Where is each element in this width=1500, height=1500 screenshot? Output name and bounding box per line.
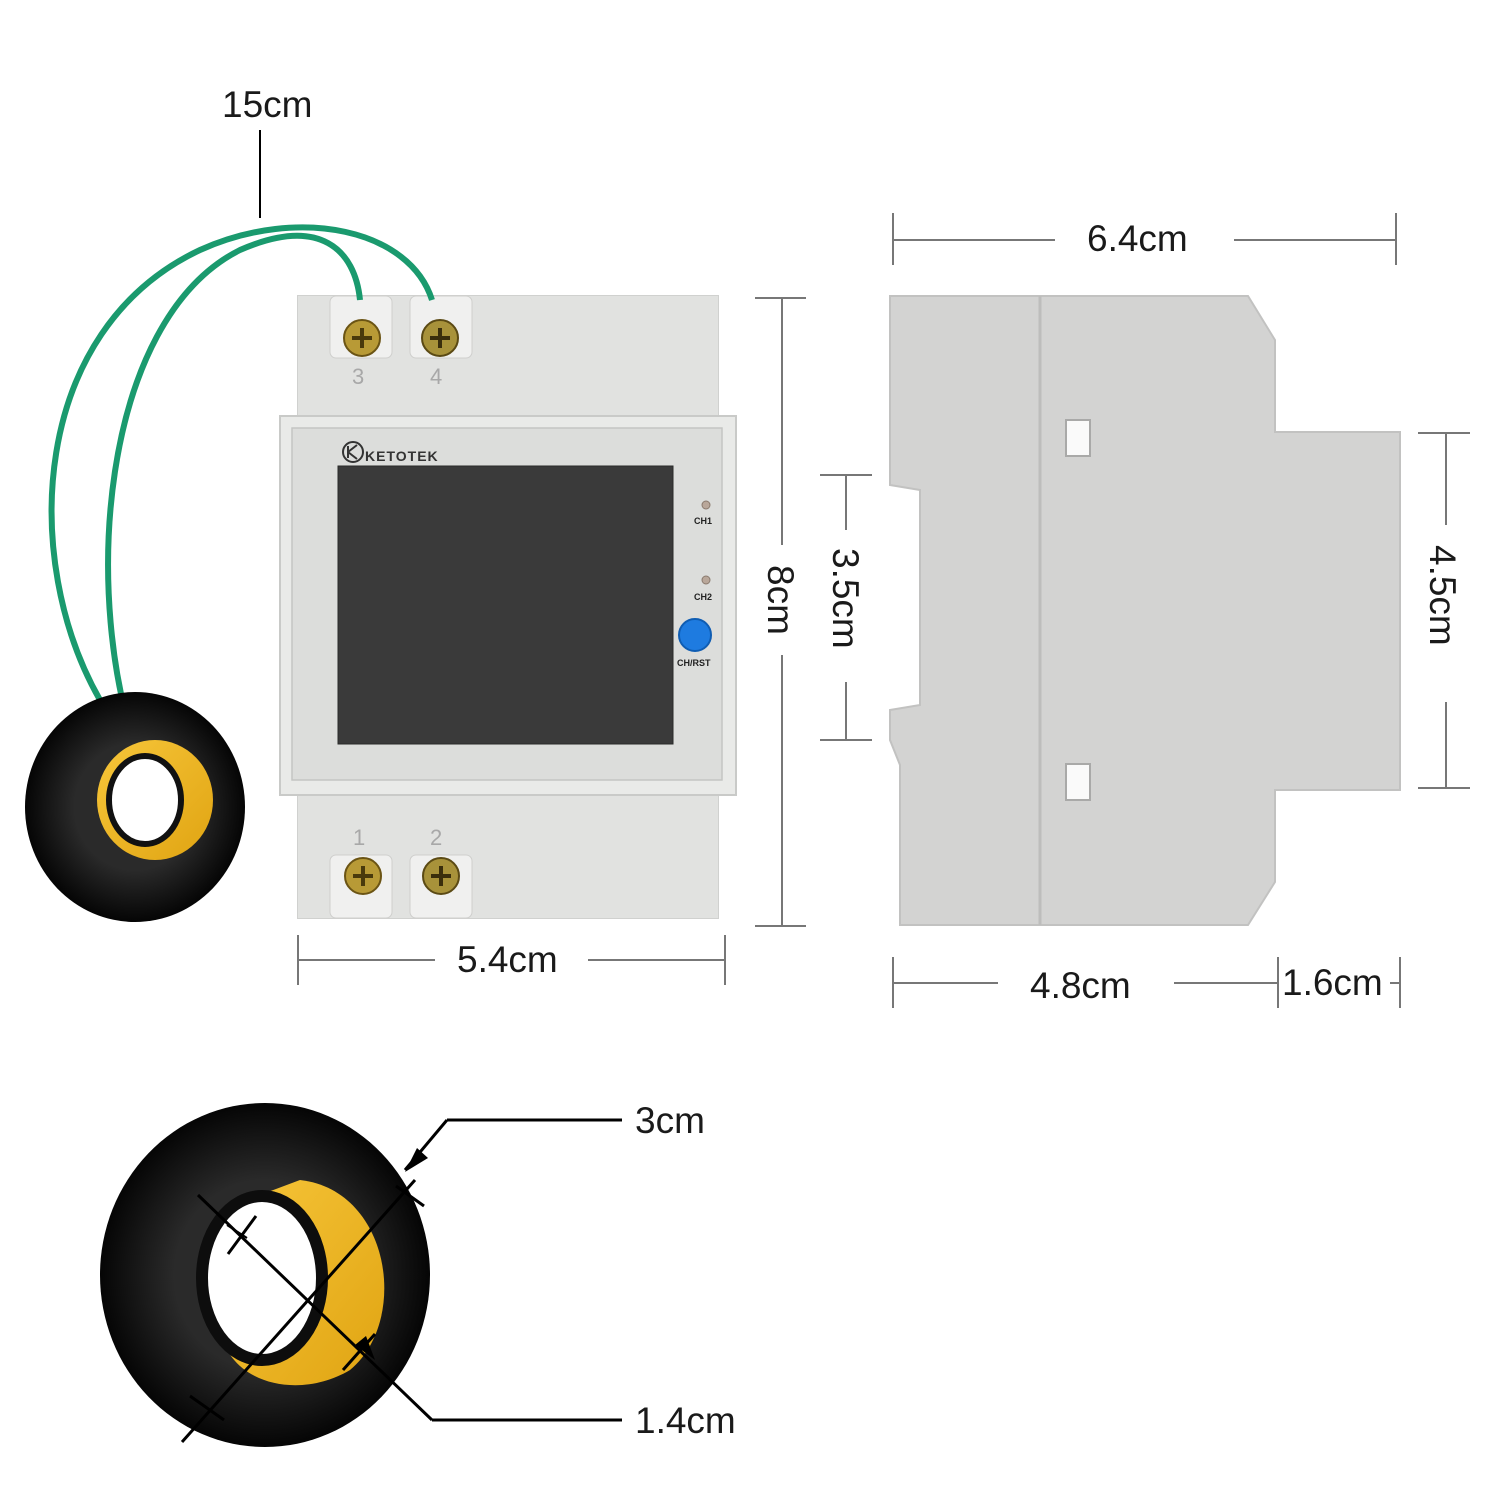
rail-slot-dimension: 3.5cm xyxy=(820,474,872,741)
side-clip-top xyxy=(1065,419,1091,457)
terminal-label-3: 3 xyxy=(352,364,364,389)
meter-side-view xyxy=(889,295,1401,926)
terminal-label-2: 2 xyxy=(430,825,442,850)
brand-logo: KETOTEK xyxy=(342,441,439,464)
wire-length-label: 15cm xyxy=(222,84,312,125)
front-height-label: 8cm xyxy=(760,565,801,635)
current-transformer-small xyxy=(25,692,245,922)
lcd-screen xyxy=(337,465,674,745)
ct-inner-dimension: 1.4cm xyxy=(196,1193,736,1441)
ch1-label: CH1 xyxy=(694,516,712,526)
ch2-label: CH2 xyxy=(694,592,712,602)
ct-outer-label: 3cm xyxy=(635,1100,705,1141)
terminal-screw-3 xyxy=(343,319,381,357)
step-height-label: 4.5cm xyxy=(1422,545,1463,646)
side-clip-bottom xyxy=(1065,763,1091,801)
current-transformer-large xyxy=(100,1103,430,1447)
front-width-dimension: 5.4cm xyxy=(297,935,726,985)
ch-rst-label: CH/RST xyxy=(677,658,711,668)
ct-inner-label: 1.4cm xyxy=(635,1400,736,1441)
step-depth-label: 1.6cm xyxy=(1282,962,1383,1003)
ch1-led-icon xyxy=(701,500,711,510)
terminal-label-4: 4 xyxy=(430,364,442,389)
terminal-screw-1 xyxy=(344,857,382,895)
terminal-screw-2 xyxy=(422,857,460,895)
ch-rst-button[interactable] xyxy=(678,618,712,652)
meter-front-view: 3 4 1 2 KETOTEK CH1 CH2 CH/RST xyxy=(279,295,737,919)
rail-slot-label: 3.5cm xyxy=(825,548,866,649)
side-depth-dimension: 6.4cm xyxy=(892,213,1397,265)
side-depth-label: 6.4cm xyxy=(1087,218,1188,259)
ct-outer-dimension: 3cm xyxy=(180,1100,705,1443)
terminal-screw-4 xyxy=(421,319,459,357)
front-width-label: 5.4cm xyxy=(457,939,558,980)
ch2-led-icon xyxy=(701,575,711,585)
wire-loop xyxy=(48,224,435,762)
step-height-dimension: 4.5cm xyxy=(1418,432,1470,789)
body-depth-label: 4.8cm xyxy=(1030,965,1131,1006)
front-height-dimension: 8cm xyxy=(755,297,806,927)
body-depth-dimension: 4.8cm 1.6cm xyxy=(892,957,1401,1008)
brand-name: KETOTEK xyxy=(365,448,439,464)
terminal-label-1: 1 xyxy=(353,825,365,850)
